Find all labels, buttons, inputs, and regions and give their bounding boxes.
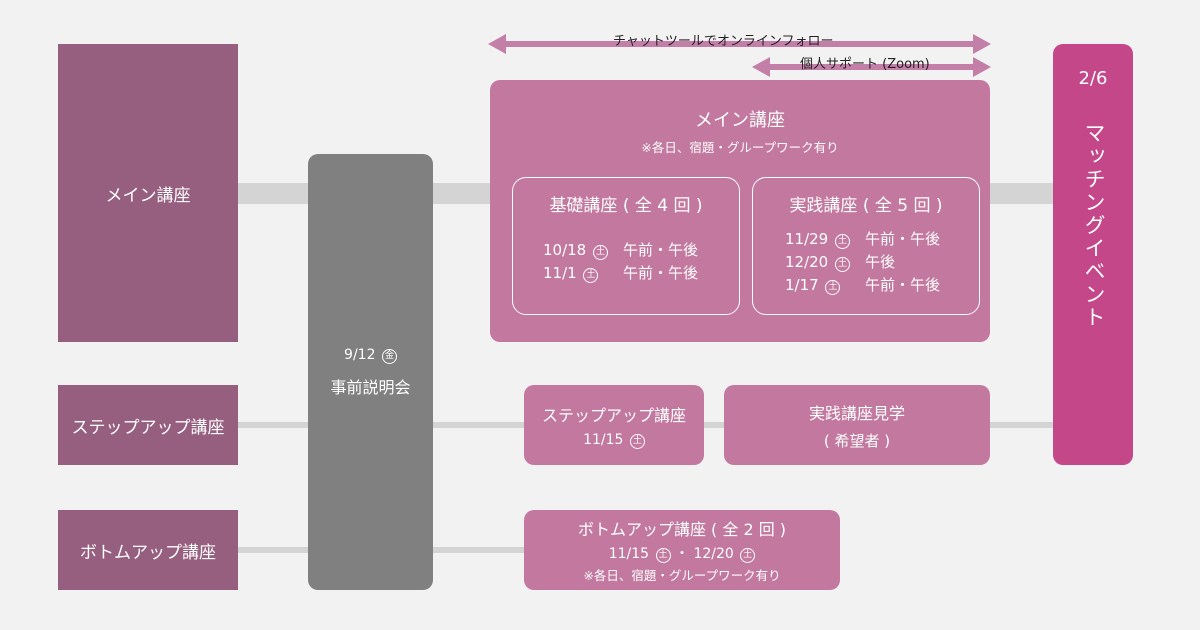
- row-label-main-text: メイン講座: [105, 185, 191, 206]
- stepup-course-box: ステップアップ講座 11/15 土: [524, 385, 704, 465]
- arrows-svg: [488, 34, 991, 77]
- session-date: 10/18: [543, 241, 587, 259]
- row-label-main: メイン講座: [58, 44, 238, 342]
- session-date: 11/29: [785, 230, 829, 248]
- session-time: 午後: [865, 253, 896, 271]
- session-row: 11/1 土 午前・午後: [543, 262, 698, 285]
- session-date: 11/1: [543, 264, 577, 282]
- stepup-course-title: ステップアップ講座: [541, 405, 686, 425]
- session-date: 12/20: [785, 253, 829, 271]
- day-badge: 金: [381, 348, 397, 364]
- date-separator: ・: [675, 546, 689, 562]
- session-row: 10/18 土 午前・午後: [543, 239, 698, 262]
- session-time: 午前・午後: [865, 230, 941, 248]
- bottomup-date1: 11/15: [608, 546, 650, 562]
- basic-course-schedule: 10/18 土 午前・午後 11/1 土 午前・午後: [543, 239, 698, 285]
- practice-course-title: 実践講座 ( 全 5 回 ): [789, 196, 943, 216]
- day-badge: 土: [583, 268, 599, 283]
- main-course-note: ※各日、宿題・グループワーク有り: [641, 140, 839, 155]
- day-badge: 土: [835, 234, 851, 249]
- bottomup-course-dates: 11/15 土 ・ 12/20 土: [609, 543, 756, 563]
- day-badge: 土: [655, 548, 671, 563]
- main-course-panel: メイン講座 ※各日、宿題・グループワーク有り 基礎講座 ( 全 4 回 ) 10…: [490, 80, 990, 342]
- basic-course-title: 基礎講座 ( 全 4 回 ): [549, 196, 703, 216]
- session-time: 午前・午後: [865, 276, 941, 294]
- personal-support-label: 個人サポート (Zoom): [800, 57, 930, 72]
- session-time: 午前・午後: [623, 264, 699, 282]
- practice-course-schedule: 11/29 土 午前・午後 12/20 土 午後 1/17 土 午前・午後: [785, 228, 940, 297]
- session-date: 1/17: [785, 276, 819, 294]
- chat-follow-arrow: [488, 34, 991, 54]
- matching-event-box: 2/6 マッチングイベント: [1053, 44, 1133, 465]
- practice-observation-box: 実践講座見学 ( 希望者 ): [724, 385, 990, 465]
- day-badge: 土: [740, 548, 756, 563]
- day-badge: 土: [593, 245, 609, 260]
- practice-course-box: 実践講座 ( 全 5 回 ) 11/29 土 午前・午後 12/20 土 午後 …: [752, 177, 980, 315]
- bottomup-course-note: ※各日、宿題・グループワーク有り: [583, 568, 781, 583]
- matching-event-date: 2/6: [1078, 68, 1108, 89]
- row-label-stepup: ステップアップ講座: [58, 385, 238, 465]
- stepup-course-date: 11/15 土: [583, 432, 645, 449]
- stepup-date-text: 11/15: [583, 431, 624, 448]
- chat-follow-label: チャットツールでオンラインフォロー: [613, 34, 834, 49]
- briefing-date-text: 9/12: [344, 346, 376, 363]
- observation-sub: ( 希望者 ): [823, 431, 891, 450]
- day-badge: 土: [629, 433, 645, 449]
- briefing-session-box: 9/12 金 事前説明会: [308, 154, 433, 590]
- row-label-bottomup-text: ボトムアップ講座: [80, 542, 216, 563]
- personal-support-arrow: [752, 57, 991, 77]
- bottomup-date2: 12/20: [693, 546, 734, 562]
- briefing-date: 9/12 金: [344, 347, 397, 364]
- briefing-label: 事前説明会: [330, 377, 411, 397]
- session-row: 12/20 土 午後: [785, 251, 940, 274]
- session-row: 11/29 土 午前・午後: [785, 228, 940, 251]
- session-time: 午前・午後: [623, 241, 699, 259]
- bottomup-course-box: ボトムアップ講座 ( 全 2 回 ) 11/15 土 ・ 12/20 土 ※各日…: [524, 510, 840, 590]
- main-course-title: メイン講座: [695, 110, 785, 131]
- row-label-stepup-text: ステップアップ講座: [71, 417, 225, 438]
- matching-event-label: マッチングイベント: [1082, 122, 1106, 329]
- basic-course-box: 基礎講座 ( 全 4 回 ) 10/18 土 午前・午後 11/1 土 午前・午…: [512, 177, 740, 315]
- bottomup-course-title: ボトムアップ講座 ( 全 2 回 ): [577, 520, 787, 539]
- day-badge: 土: [825, 280, 841, 295]
- row-label-bottomup: ボトムアップ講座: [58, 510, 238, 590]
- observation-title: 実践講座見学: [808, 403, 905, 423]
- session-row: 1/17 土 午前・午後: [785, 274, 940, 297]
- day-badge: 土: [835, 257, 851, 272]
